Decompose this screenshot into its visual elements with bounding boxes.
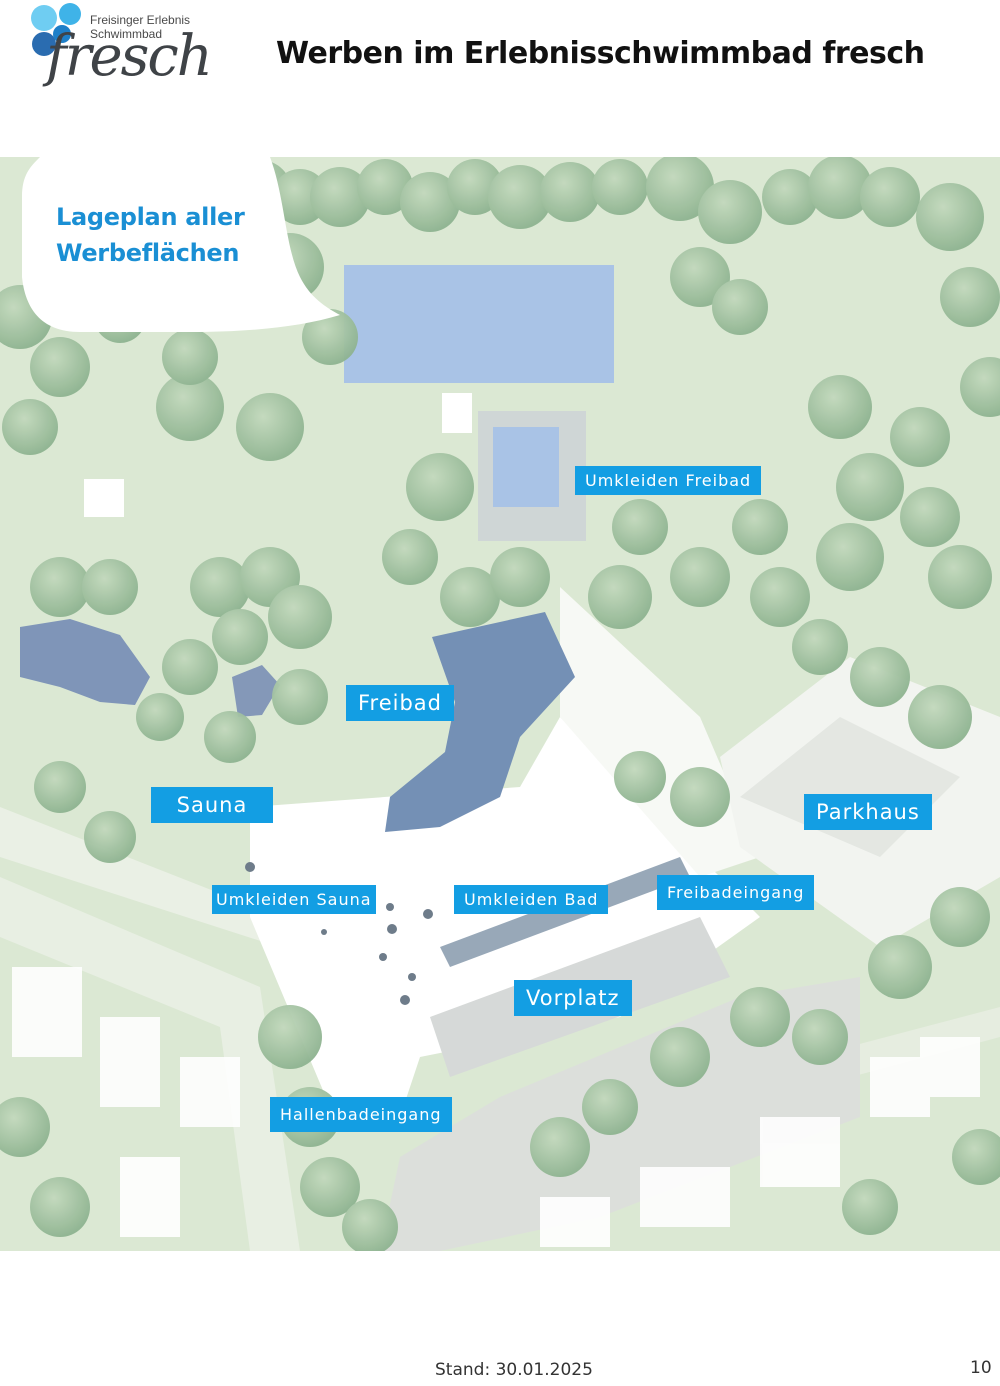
page-title: Werben im Erlebnisschwimmbad fresch (276, 36, 925, 71)
footer-stand: Stand: 30.01.2025 (435, 1360, 593, 1380)
title-bubble (0, 157, 340, 332)
bubble-title: Lageplan aller Werbeflächen (56, 203, 245, 267)
label-umkleiden-bad: Umkleiden Bad (454, 885, 609, 914)
logo-line-1: Freisinger Erlebnis (90, 13, 191, 27)
logo-line-2: Schwimmbad (90, 27, 163, 41)
label-freibad: Freibad (346, 685, 455, 721)
label-parkhaus: Parkhaus (804, 794, 932, 830)
logo-drops-icon (31, 3, 81, 56)
site-plan-graphic (0, 157, 1000, 1251)
label-umkleiden-freibad: Umkleiden Freibad (575, 466, 762, 495)
label-vorplatz: Vorplatz (514, 980, 632, 1016)
fresch-logo: Freisinger Erlebnis Schwimmbad fresch (26, 0, 216, 95)
site-map: Lageplan aller Werbeflächen Umkleiden Fr… (0, 157, 1000, 1251)
label-hallenbadeingang: Hallenbadeingang (270, 1097, 452, 1132)
label-freibadeingang: Freibadeingang (657, 875, 815, 910)
label-umkleiden-sauna: Umkleiden Sauna (212, 885, 376, 914)
label-sauna: Sauna (151, 787, 273, 823)
logo-wordmark: fresch (46, 24, 213, 89)
page-number: 10 (970, 1358, 992, 1378)
